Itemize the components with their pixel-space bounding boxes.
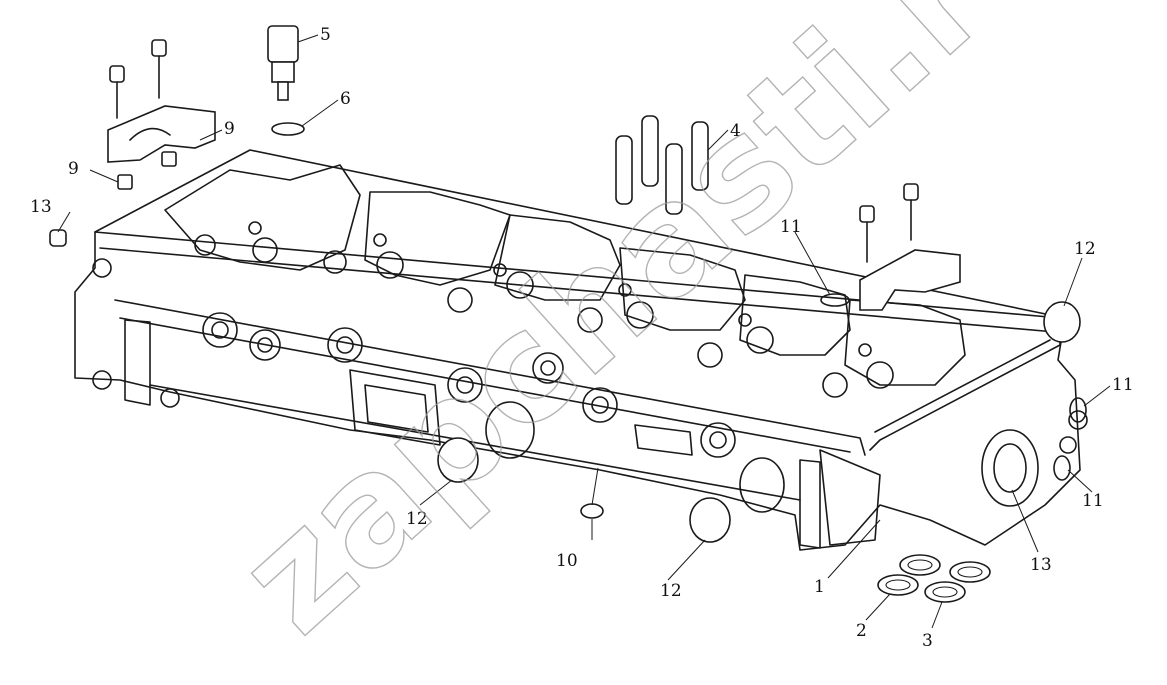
callout-9b: 9 <box>68 159 79 179</box>
part-11-seals <box>820 293 1087 481</box>
part-10-plug <box>580 503 604 519</box>
callout-3: 3 <box>922 631 933 651</box>
bearing-cap-right <box>859 183 961 311</box>
callout-11c: 11 <box>1082 491 1104 511</box>
part-6-o-ring <box>271 122 305 136</box>
callout-12c: 12 <box>406 509 428 529</box>
part-9-bearing-cap-left <box>107 39 216 190</box>
part-5-plug <box>267 25 299 101</box>
side-ports <box>92 258 1088 549</box>
part-13-plug-left <box>49 229 67 247</box>
part-4-pins <box>615 115 709 215</box>
callout-11a: 11 <box>780 217 802 237</box>
callout-9a: 9 <box>224 119 235 139</box>
cylinder-head-body <box>74 149 1081 551</box>
callout-labels: 5 6 4 9 9 13 11 12 11 11 13 10 12 12 1 2… <box>30 25 1134 651</box>
callout-13b: 13 <box>1030 555 1052 575</box>
callout-1: 1 <box>814 577 825 597</box>
part-12-cup-plugs <box>437 301 1081 543</box>
callout-11b: 11 <box>1112 375 1134 395</box>
callout-10: 10 <box>556 551 578 571</box>
callout-12a: 12 <box>1074 239 1096 259</box>
valve-pockets <box>164 164 966 398</box>
callout-6: 6 <box>340 89 351 109</box>
callout-4: 4 <box>730 121 741 141</box>
part-2-3-seal-rings <box>877 554 991 603</box>
callout-13a: 13 <box>30 197 52 217</box>
callout-5: 5 <box>320 25 331 45</box>
leader-lines <box>57 34 1111 629</box>
callout-12b: 12 <box>660 581 682 601</box>
callout-2: 2 <box>856 621 867 641</box>
